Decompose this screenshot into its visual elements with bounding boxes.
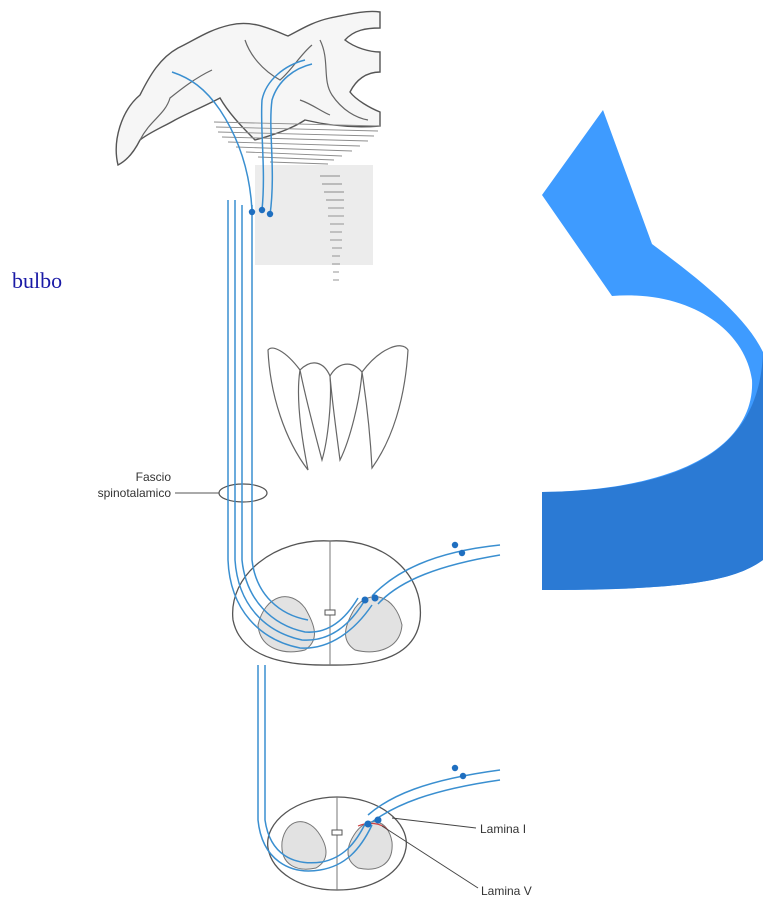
neuron-dot <box>459 550 465 556</box>
neuron-dot <box>375 817 382 824</box>
neuron-dot <box>452 542 458 548</box>
neuron-dot <box>267 211 273 217</box>
fascio-label-line1: Fascio <box>81 470 171 485</box>
neuron-dot <box>362 597 369 604</box>
cortex-section <box>116 11 380 165</box>
fascio-ring <box>219 484 267 502</box>
neuron-cell-bodies <box>249 207 466 828</box>
neuron-dot <box>259 207 265 213</box>
medulla-section <box>268 346 408 470</box>
bulbo-label: bulbo <box>12 268 62 294</box>
fascio-label-line2: spinotalamico <box>22 486 171 501</box>
neuron-dot <box>249 209 255 215</box>
neuron-dot <box>372 595 379 602</box>
neuron-dot <box>452 765 458 771</box>
curved-arrow-icon <box>542 110 763 590</box>
lamina-5-label: Lamina V <box>481 884 532 898</box>
neuron-dot <box>460 773 466 779</box>
upper-cord-section <box>233 541 421 665</box>
lower-cord-section <box>268 797 407 890</box>
lamina-1-label: Lamina I <box>480 822 526 836</box>
neuron-dot <box>365 821 372 828</box>
